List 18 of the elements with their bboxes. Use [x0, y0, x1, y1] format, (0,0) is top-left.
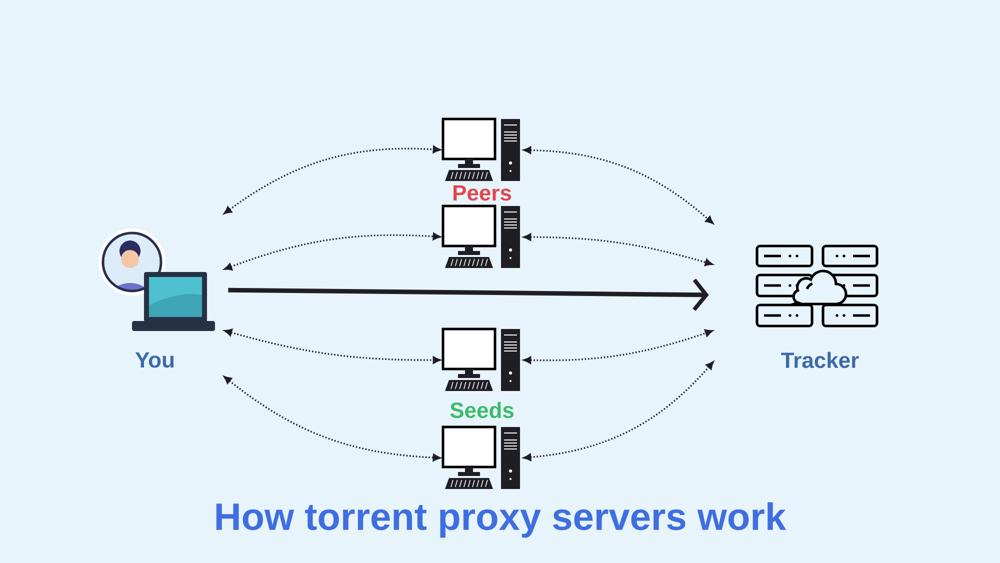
title: How torrent proxy servers work [216, 502, 786, 538]
double-arrow [523, 329, 713, 364]
computer-icon [442, 204, 520, 268]
node-label: Tracker [781, 352, 859, 368]
node-label: You [135, 352, 174, 368]
double-arrow [523, 233, 713, 266]
computer-icon [442, 426, 520, 489]
double-arrow [523, 146, 714, 224]
group-label: Seeds [450, 402, 514, 418]
arrow [228, 278, 709, 312]
computer-icon [442, 328, 520, 391]
double-arrow [224, 232, 441, 270]
double-arrow [224, 376, 441, 462]
double-arrow [224, 146, 441, 214]
computer-icon [442, 118, 520, 181]
double-arrow [523, 361, 714, 461]
group-label: Peers [454, 185, 512, 201]
double-arrow [224, 328, 441, 364]
